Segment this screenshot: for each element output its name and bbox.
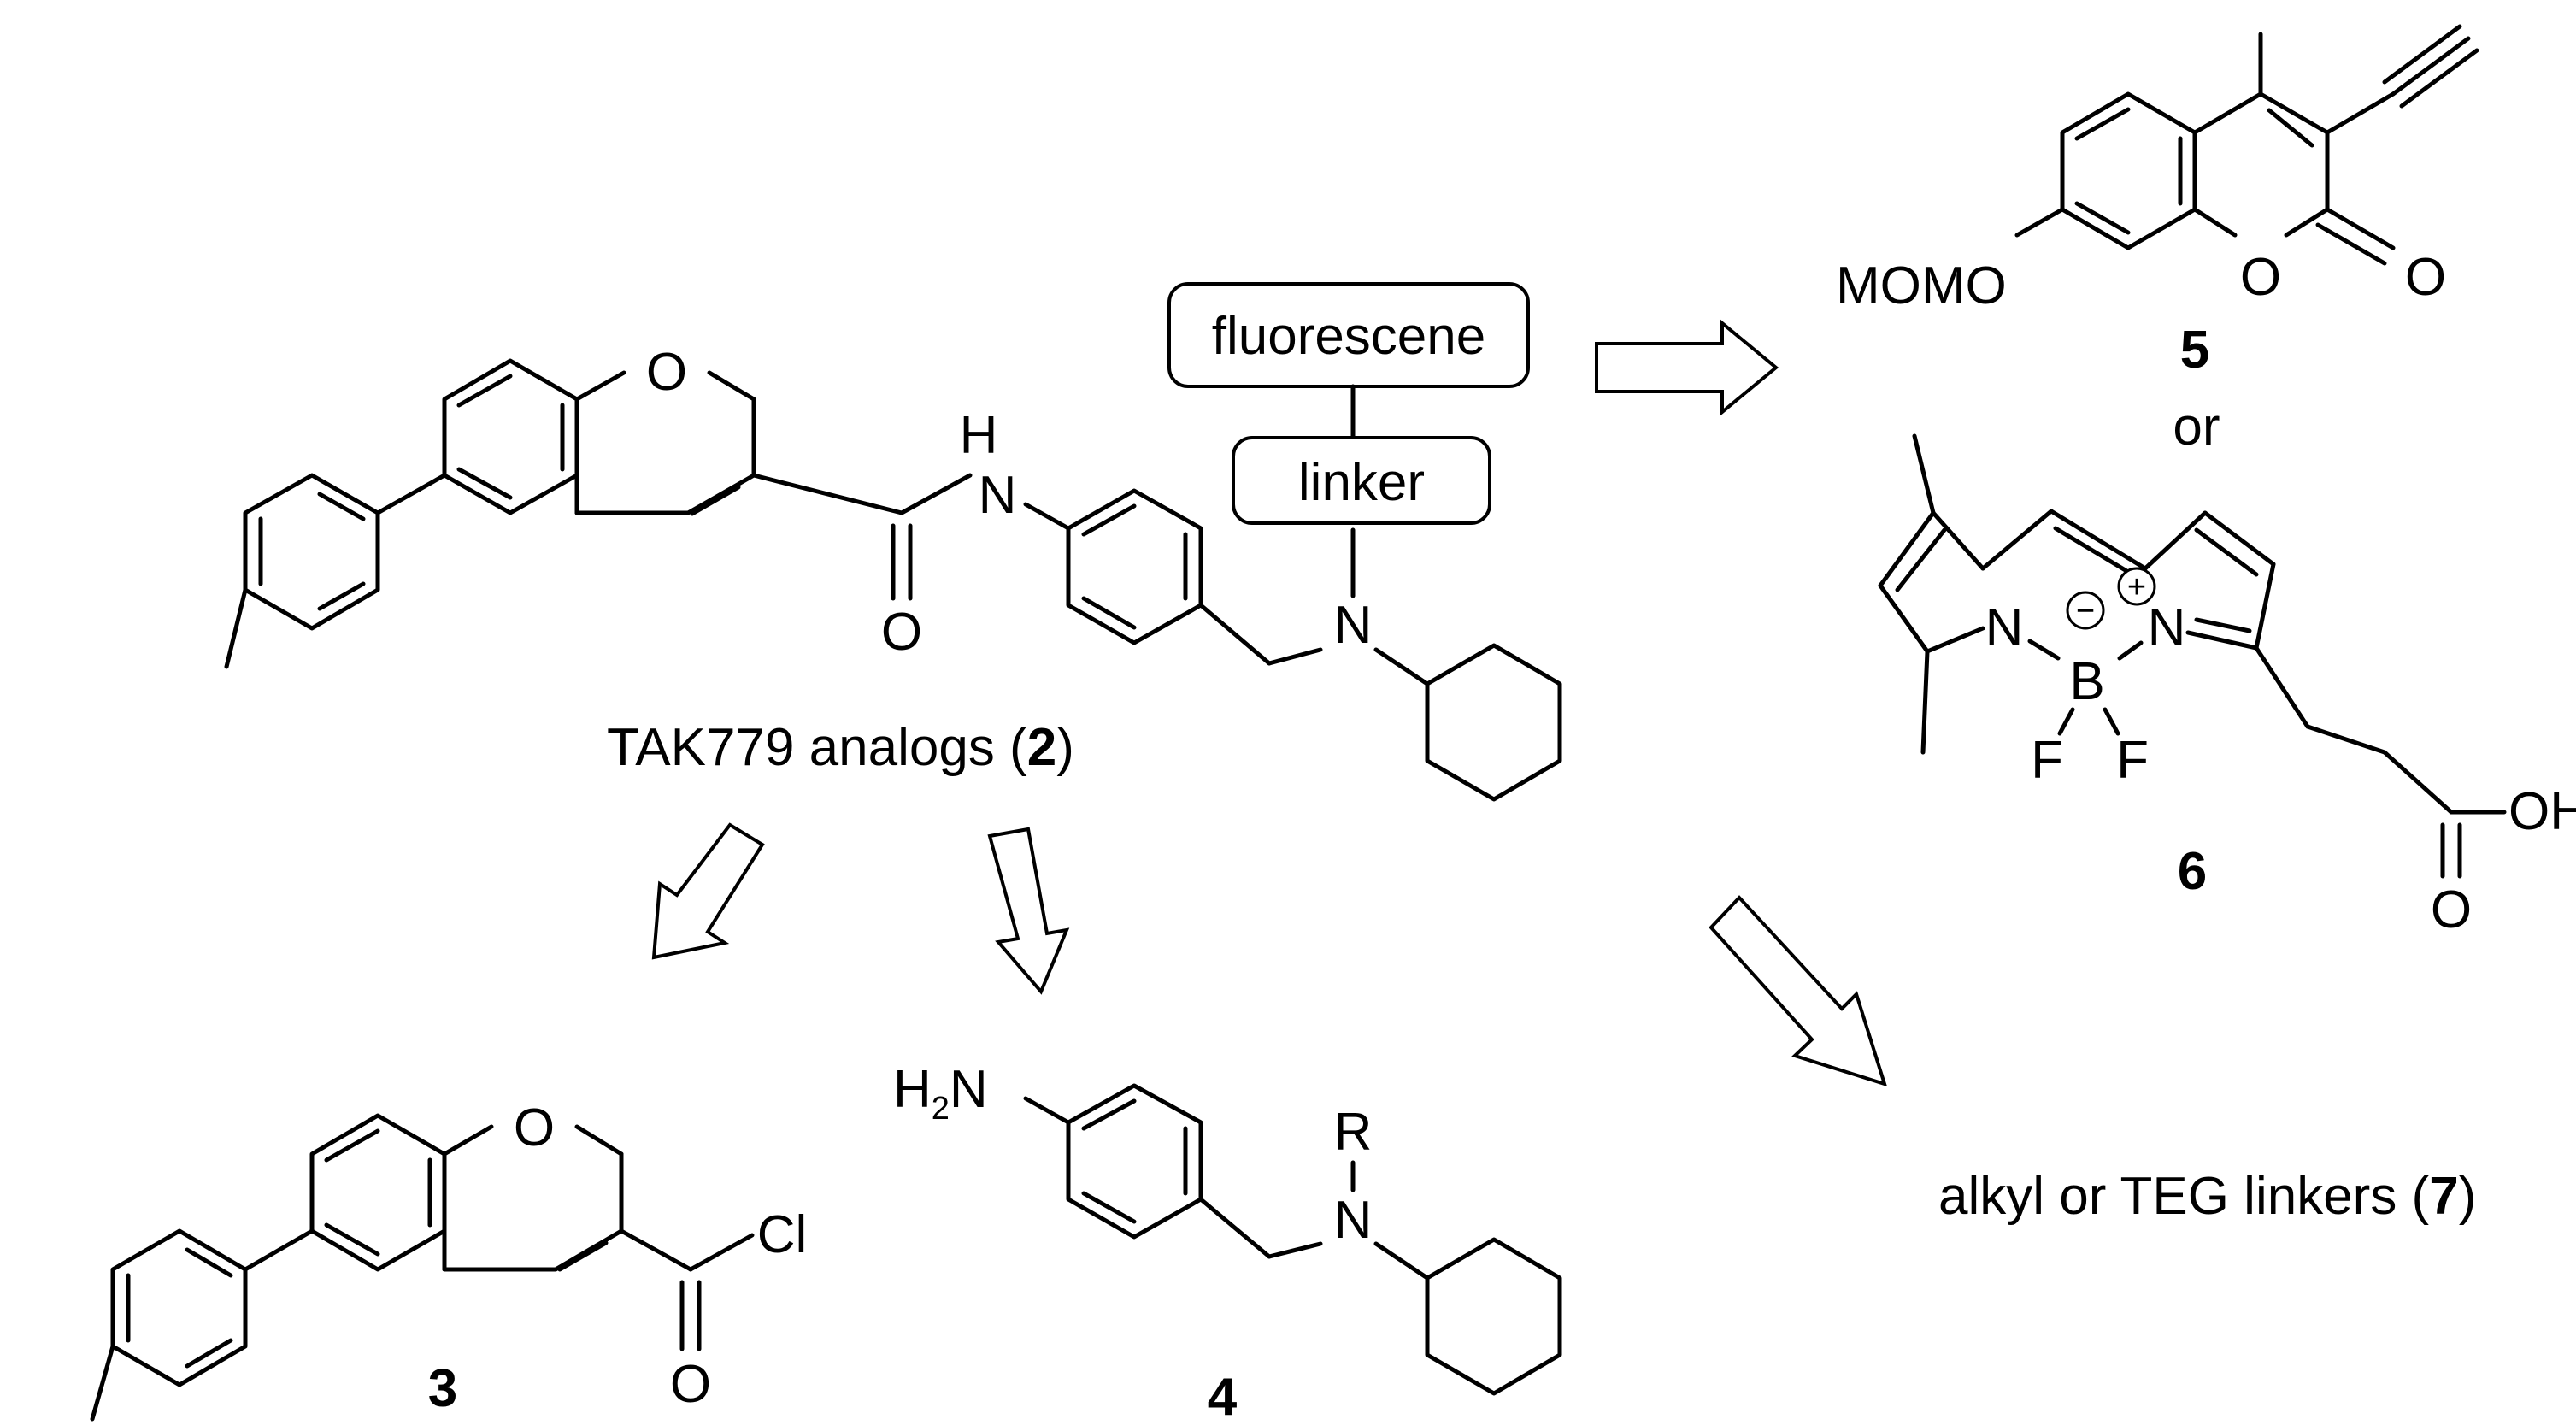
fluorescene-box <box>1167 282 1530 388</box>
compound-5-structure <box>2014 24 2479 266</box>
atom-h-amide-2: H <box>960 406 998 465</box>
atom-h2n-4: H2N <box>893 1060 988 1127</box>
or-label: or <box>2173 397 2220 456</box>
compound-6-number: 6 <box>2178 842 2207 901</box>
fluorescene-linker-schematic <box>1167 282 1530 525</box>
atom-o-carbonyl-5: O <box>2405 248 2446 307</box>
compound-4-number: 4 <box>1208 1368 1238 1425</box>
atom-o-chromene-2: O <box>646 343 687 402</box>
linker-label: linker <box>1298 453 1425 512</box>
minus-charge-sign: − <box>2076 593 2095 629</box>
compound-3-structure <box>90 1113 755 1422</box>
minus-charge-icon <box>2066 591 2105 630</box>
atom-n-right-6: N <box>2148 598 2186 657</box>
compound-7-number: 7 <box>2429 1167 2458 1226</box>
retro-arrow-down-left <box>651 822 765 960</box>
compound-6-structure <box>1878 433 2507 879</box>
compound-2-number: 2 <box>1027 718 1056 777</box>
atom-cl-3: Cl <box>757 1205 808 1264</box>
atom-n-amide-2: N <box>979 466 1017 525</box>
plus-charge-sign: + <box>2127 569 2146 605</box>
linkers-caption: alkyl or TEG linkers (7) <box>1938 1167 2476 1226</box>
atom-o-carbonyl-3: O <box>670 1355 711 1414</box>
retro-arrow-right <box>1595 319 1779 416</box>
tak779-caption: TAK779 analogs (2) <box>607 718 1074 777</box>
atom-oh-6: OH <box>2508 782 2576 841</box>
atom-o-carbonyl-2: O <box>881 603 922 662</box>
atom-n-amine-4: N <box>1334 1191 1373 1250</box>
compound-4-structure <box>1023 1083 1562 1396</box>
fluorescene-label: fluorescene <box>1212 307 1486 366</box>
retro-arrow-down-middle <box>987 827 1070 995</box>
tak779-caption-close: ) <box>1056 718 1074 777</box>
atom-o-chromene-3: O <box>514 1098 555 1157</box>
tak779-caption-text: TAK779 analogs ( <box>607 718 1027 777</box>
linkers-caption-close: ) <box>2459 1167 2477 1226</box>
atom-momo-5: MOMO <box>1836 256 2007 315</box>
atom-f-left-6: F <box>2031 731 2063 790</box>
linkers-caption-text: alkyl or TEG linkers ( <box>1938 1167 2430 1226</box>
retro-arrow-down-right <box>1709 895 1888 1087</box>
compound-2-structure <box>224 358 1562 802</box>
atom-o-ring-5: O <box>2240 248 2281 307</box>
compound-5-number: 5 <box>2180 321 2209 380</box>
atom-n-left-6: N <box>1985 598 2024 657</box>
atom-b-6: B <box>2069 652 2104 711</box>
linker-box <box>1232 436 1491 525</box>
atom-f-right-6: F <box>2116 731 2149 790</box>
atom-r-4: R <box>1334 1103 1373 1162</box>
plus-charge-icon <box>2117 567 2156 606</box>
atom-o-carbonyl-6: O <box>2431 880 2472 939</box>
atom-n-amine-2: N <box>1334 596 1373 655</box>
compound-3-number: 3 <box>428 1359 457 1418</box>
